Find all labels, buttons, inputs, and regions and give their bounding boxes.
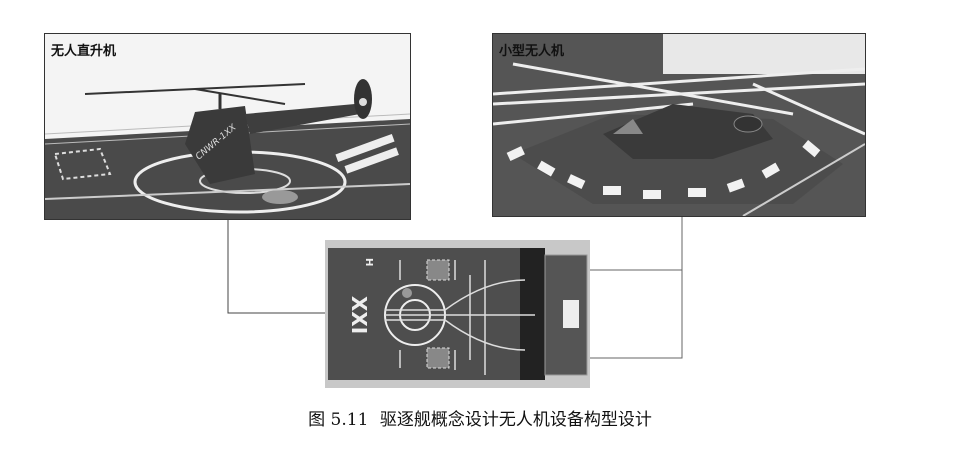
figure-caption-text: 驱逐舰概念设计无人机设备构型设计 bbox=[379, 410, 652, 430]
helicopter-label: 无人直升机 bbox=[51, 44, 117, 59]
deck-number: XXI bbox=[347, 296, 371, 334]
small-uav-illustration bbox=[493, 34, 865, 216]
helicopter-panel: CNWR-1XX 无人直升机 bbox=[44, 33, 411, 220]
helicopter-illustration: CNWR-1XX bbox=[45, 34, 410, 219]
helipad-mark: H bbox=[363, 258, 374, 266]
small-uav-label: 小型无人机 bbox=[499, 44, 565, 59]
figure-caption: 图 5.11 驱逐舰概念设计无人机设备构型设计 bbox=[0, 405, 960, 430]
deck-plan-illustration: XXI H bbox=[325, 240, 590, 388]
figure-number: 图 5.11 bbox=[308, 410, 369, 430]
small-uav-panel: 小型无人机 bbox=[492, 33, 866, 217]
deck-plan-panel: XXI H bbox=[325, 240, 590, 388]
